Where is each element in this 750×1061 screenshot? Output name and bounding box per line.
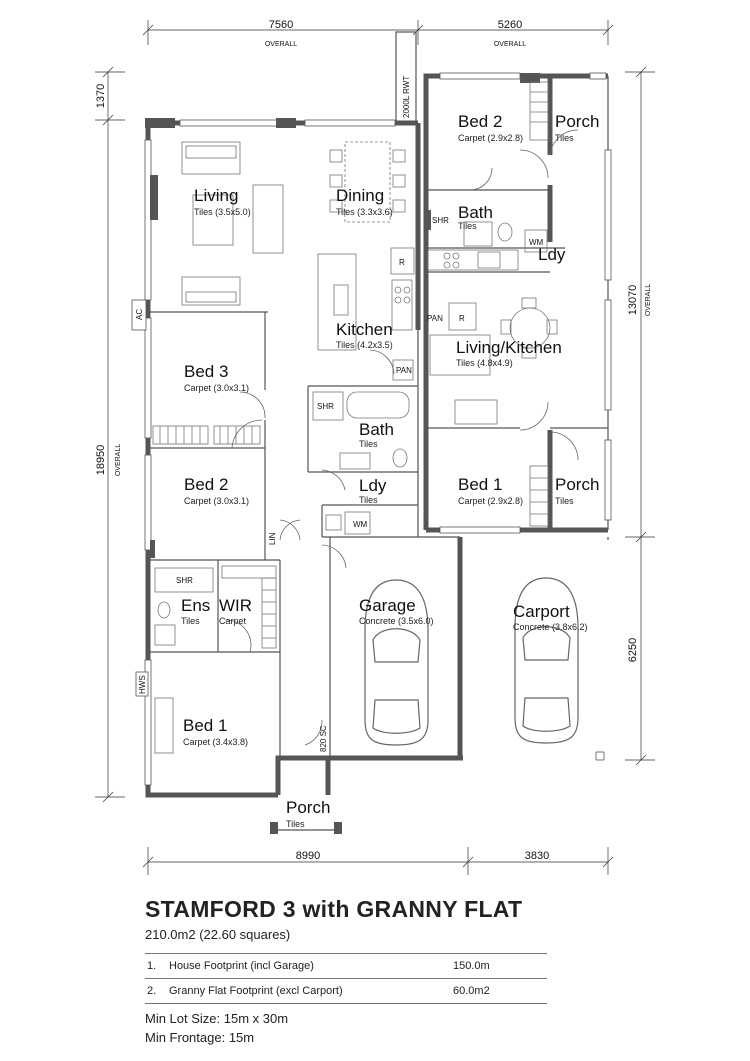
door-swings <box>224 129 579 746</box>
room-bath-main-name: Bath <box>359 420 394 439</box>
dim-top-right: 5260 <box>498 19 522 31</box>
room-porch-main-name: Porch <box>286 798 330 817</box>
room-living-spec: Tiles (3.5x5.0) <box>194 207 251 217</box>
room-bed2-main-name: Bed 2 <box>184 475 228 494</box>
footprint-label: House Footprint (incl Garage) <box>169 960 314 972</box>
room-bed1-flat-name: Bed 1 <box>458 475 502 494</box>
room-ens-name: Ens <box>181 596 210 615</box>
room-bed2-flat-spec: Carpet (2.9x2.8) <box>458 133 523 143</box>
plan-area: 210.0m2 (22.60 squares) <box>145 927 291 942</box>
room-bed3-spec: Carpet (3.0x3.1) <box>184 383 249 393</box>
fridge-flat-label: R <box>459 314 465 323</box>
car-carport <box>514 577 579 744</box>
room-bath-flat-name: Bath <box>458 203 493 222</box>
room-carport-spec: Concrete (3.8x6.2) <box>513 622 588 632</box>
room-bed1-main-spec: Carpet (3.4x3.8) <box>183 737 248 747</box>
dim-left-small: 1370 <box>95 84 107 108</box>
room-bath-main-spec: Tiles <box>359 439 378 449</box>
footprint-num: 1. <box>147 960 157 972</box>
dim-right-main: 13070 <box>627 285 639 316</box>
room-garage-name: Garage <box>359 596 416 615</box>
fridge-main-label: R <box>399 258 405 267</box>
wm-main-label: WM <box>353 520 368 529</box>
min-frontage: Min Frontage: 15m <box>145 1030 255 1045</box>
plan-info: STAMFORD 3 with GRANNY FLAT 210.0m2 (22.… <box>145 894 547 1047</box>
dim-right-overall: OVERALL <box>645 284 652 316</box>
room-bed3-name: Bed 3 <box>184 362 228 381</box>
sc-label: 820 SC <box>319 725 328 752</box>
windows <box>144 72 612 786</box>
footprint-table: 1. House Footprint (incl Garage) 150.0m … <box>145 953 547 1004</box>
room-garage-spec: Concrete (3.5x6.0) <box>359 616 434 626</box>
room-porch-flat-bottom-spec: Tiles <box>555 496 574 506</box>
pantry-flat-label: PAN <box>427 314 443 323</box>
room-bed1-flat-spec: Carpet (2.9x2.8) <box>458 496 523 506</box>
dim-top-left-overall: OVERALL <box>265 41 297 48</box>
room-wir-spec: Carpet <box>219 616 247 626</box>
shr-ens-label: SHR <box>176 576 193 585</box>
room-dining-spec: Tiles (3.3x3.6) <box>336 207 393 217</box>
room-kitchen-spec: Tiles (4.2x3.5) <box>336 340 393 350</box>
room-wir-name: WIR <box>219 596 252 615</box>
pantry-main-label: PAN <box>396 366 412 375</box>
room-ldy-main-name: Ldy <box>359 476 387 495</box>
footprint-value: 150.0m <box>453 960 490 972</box>
footprint-num: 2. <box>147 985 157 997</box>
room-dining-name: Dining <box>336 186 384 205</box>
footprint-value: 60.0m2 <box>453 985 490 997</box>
room-kitchen-name: Kitchen <box>336 320 393 339</box>
room-bed2-flat-name: Bed 2 <box>458 112 502 131</box>
wm-flat-label: WM <box>529 238 544 247</box>
dim-bottom-right: 3830 <box>525 850 549 862</box>
wall-nubs <box>145 73 540 558</box>
car-garage <box>364 579 429 746</box>
min-lot-size: Min Lot Size: 15m x 30m <box>145 1011 289 1026</box>
room-ens-spec: Tiles <box>181 616 200 626</box>
floor-plan: 7560 OVERALL 5260 OVERALL 1370 18950 OVE… <box>95 19 655 875</box>
footprint-row: 2. Granny Flat Footprint (excl Carport) … <box>145 978 547 1004</box>
room-porch-flat-top-name: Porch <box>555 112 599 131</box>
room-bed2-main-spec: Carpet (3.0x3.1) <box>184 496 249 506</box>
dim-right-small: 6250 <box>627 638 639 662</box>
room-living-kitchen-name: Living/Kitchen <box>456 338 562 357</box>
rwt-label: 2000L RWT <box>402 76 411 118</box>
furniture <box>152 31 605 834</box>
dim-left-main: 18950 <box>95 445 107 476</box>
shr-flat-label: SHR <box>432 216 449 225</box>
footprint-label: Granny Flat Footprint (excl Carport) <box>169 985 343 997</box>
room-carport-name: Carport <box>513 602 570 621</box>
dim-bottom-left: 8990 <box>296 850 320 862</box>
room-porch-flat-bottom-name: Porch <box>555 475 599 494</box>
room-ldy-main-spec: Tiles <box>359 495 378 505</box>
dim-top-right-overall: OVERALL <box>494 41 526 48</box>
plan-title: STAMFORD 3 with GRANNY FLAT <box>145 896 523 922</box>
footprint-row: 1. House Footprint (incl Garage) 150.0m <box>145 953 547 978</box>
dim-left-overall: OVERALL <box>115 444 122 476</box>
dimension-lines <box>95 20 655 875</box>
room-ldy-flat-name: Ldy <box>538 245 566 264</box>
room-living-name: Living <box>194 186 238 205</box>
room-porch-main-spec: Tiles <box>286 819 305 829</box>
hws-label: HWS <box>138 675 147 694</box>
ac-label: AC <box>135 309 144 320</box>
room-porch-flat-top-spec: Tiles <box>555 133 574 143</box>
room-bed1-main-name: Bed 1 <box>183 716 227 735</box>
linen-label: LIN <box>268 532 277 545</box>
dim-top-left: 7560 <box>269 19 293 31</box>
room-living-kitchen-spec: Tiles (4.8x4.9) <box>456 358 513 368</box>
shr-main-label: SHR <box>317 402 334 411</box>
room-bath-flat-spec: Tiles <box>458 221 477 231</box>
